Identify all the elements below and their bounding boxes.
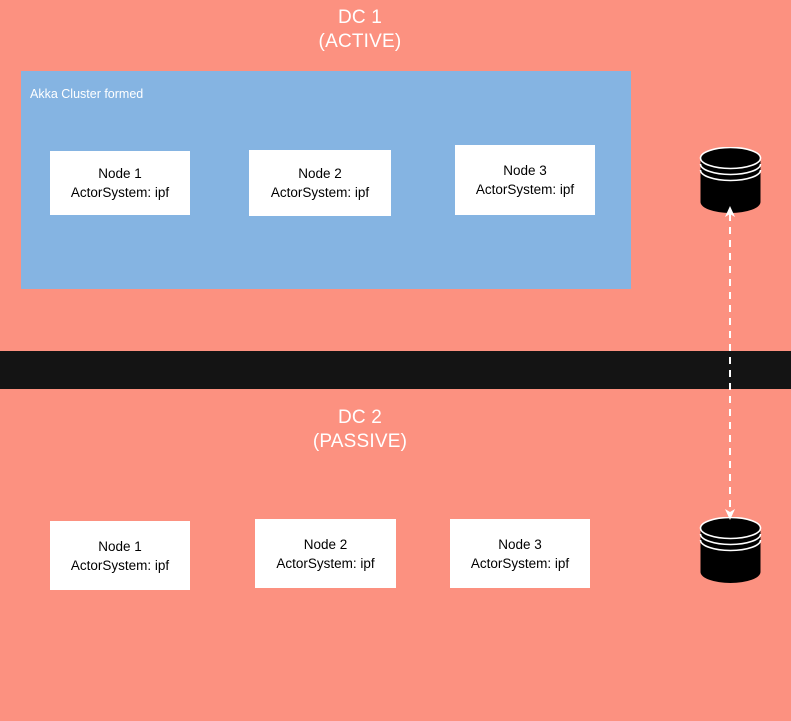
dc1-node-box-3: Node 3 ActorSystem: ipf	[455, 145, 595, 215]
node-name: Node 1	[98, 166, 142, 181]
database-cylinder-icon	[699, 146, 762, 213]
node-actorsystem: ActorSystem: ipf	[276, 555, 375, 571]
node-name: Node 3	[503, 163, 547, 178]
database-cylinder-icon	[699, 516, 762, 583]
database-replication-connector	[714, 206, 746, 520]
bidirectional-dashed-arrow-icon	[725, 206, 735, 520]
dc1-node-box-2: Node 2 ActorSystem: ipf	[249, 150, 391, 216]
dc2-node-box-3: Node 3 ActorSystem: ipf	[450, 519, 590, 588]
datacenter-2-title-line2: (PASSIVE)	[312, 431, 408, 452]
dc2-database	[699, 516, 762, 583]
node-name: Node 2	[298, 166, 342, 181]
datacenter-2-title-line1: DC 2	[337, 407, 383, 428]
node-name: Node 3	[498, 536, 542, 552]
node-name: Node 2	[303, 536, 348, 552]
node-actorsystem: ActorSystem: ipf	[70, 557, 170, 573]
dc1-node-box-1: Node 1 ActorSystem: ipf	[50, 151, 190, 215]
dc2-node-box-2: Node 2 ActorSystem: ipf	[255, 519, 396, 588]
datacenter-divider-bar	[0, 351, 791, 389]
node-actorsystem: ActorSystem: ipf	[475, 182, 575, 197]
dc2-node-box-1: Node 1 ActorSystem: ipf	[50, 521, 190, 590]
node-actorsystem: ActorSystem: ipf	[70, 185, 170, 200]
datacenter-2-title: DC 2 (PASSIVE)	[250, 406, 470, 454]
datacenter-1-title: DC 1 (ACTIVE)	[250, 6, 470, 54]
datacenter-1-title-line1: DC 1	[337, 7, 383, 28]
datacenter-1-title-line2: (ACTIVE)	[318, 31, 402, 52]
node-actorsystem: ActorSystem: ipf	[270, 185, 370, 200]
akka-cluster-label: Akka Cluster formed	[30, 87, 144, 101]
node-actorsystem: ActorSystem: ipf	[470, 555, 570, 571]
node-name: Node 1	[98, 538, 142, 554]
dc1-database	[699, 146, 762, 213]
